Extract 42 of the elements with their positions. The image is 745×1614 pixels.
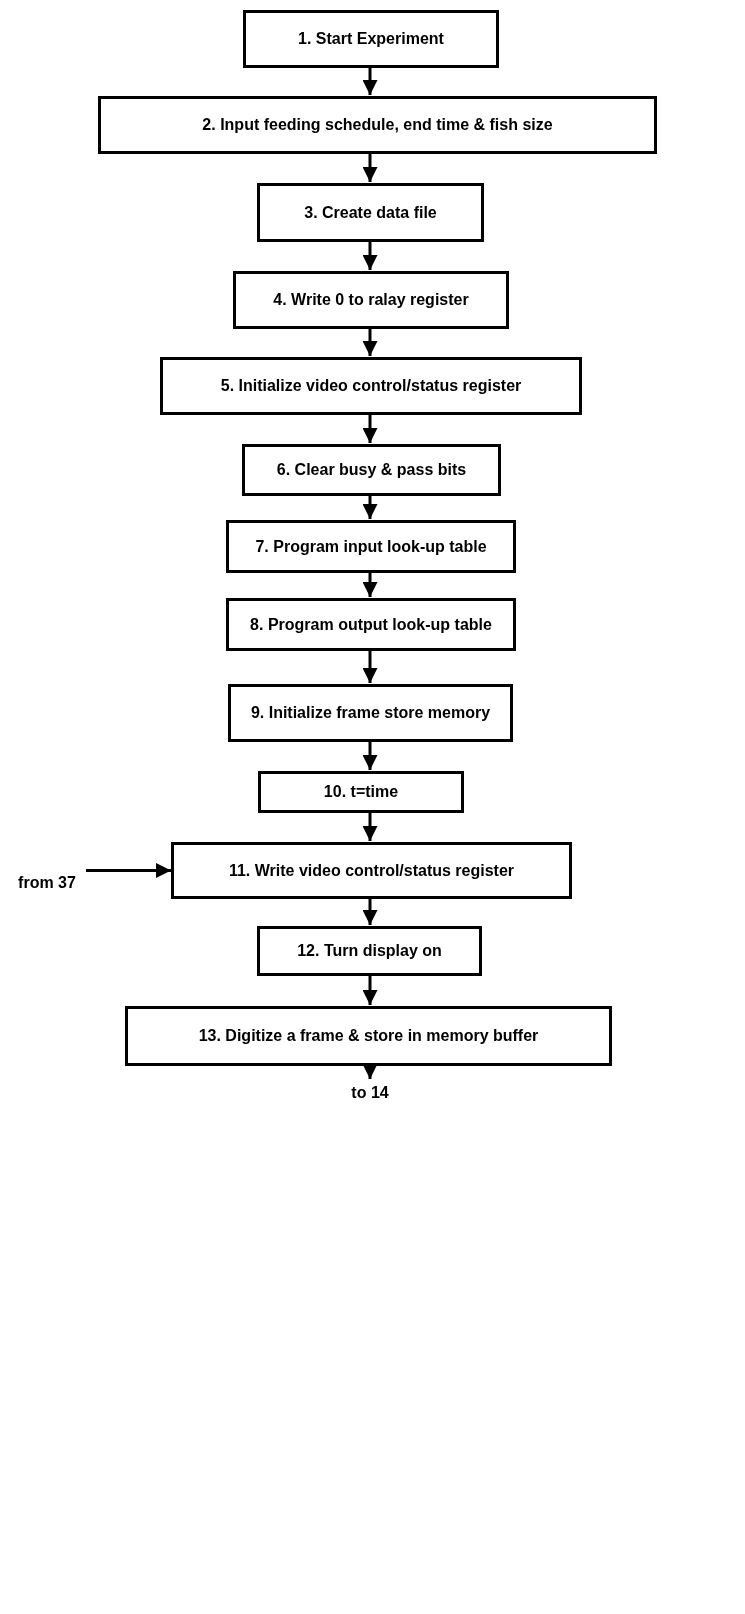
connector-label: to 14	[351, 1084, 389, 1102]
process-box	[257, 926, 482, 976]
step-text: 10. t=time	[323, 783, 399, 801]
step-text: 8. Program output look-up table	[250, 615, 492, 634]
process-box	[226, 520, 516, 573]
arrow	[362, 899, 378, 925]
step-text: 13. Digitize a frame & store in memory buffer	[198, 1027, 539, 1045]
arrow	[362, 1064, 378, 1079]
arrow	[86, 863, 171, 878]
arrow	[362, 242, 378, 270]
process-box	[125, 1006, 612, 1066]
arrow	[362, 651, 378, 683]
process-box	[258, 771, 464, 813]
arrow	[362, 415, 378, 443]
process-box	[257, 183, 484, 242]
step-text: 4. Write 0 to ralay register	[273, 291, 469, 309]
arrow	[362, 573, 378, 597]
arrow	[362, 976, 378, 1005]
step-text: 6. Clear busy & pass bits	[276, 461, 467, 479]
arrow	[362, 68, 378, 95]
connector-label: from 37	[18, 874, 76, 892]
process-box	[243, 10, 499, 68]
step-text: 9. Initialize frame store memory	[250, 704, 491, 722]
arrow	[362, 154, 378, 182]
step-text: 5. Initialize video control/status register	[220, 377, 522, 395]
process-box	[171, 842, 572, 899]
step-text: 11. Write video control/status register	[228, 861, 515, 880]
process-box	[160, 357, 582, 415]
arrow	[362, 496, 378, 519]
process-box	[242, 444, 501, 496]
step-text: 1. Start Experiment	[298, 30, 444, 48]
arrow	[362, 742, 378, 770]
process-box	[228, 684, 513, 742]
arrow	[362, 329, 378, 356]
process-box	[233, 271, 509, 329]
process-box	[226, 598, 516, 651]
step-text: 7. Program input look-up table	[255, 537, 487, 556]
step-text: 2. Input feeding schedule, end time & fish size	[202, 116, 553, 134]
step-text: 3. Create data file	[304, 203, 437, 222]
arrow	[362, 813, 378, 841]
step-text: 12. Turn display on	[297, 942, 442, 960]
process-box	[98, 96, 657, 154]
